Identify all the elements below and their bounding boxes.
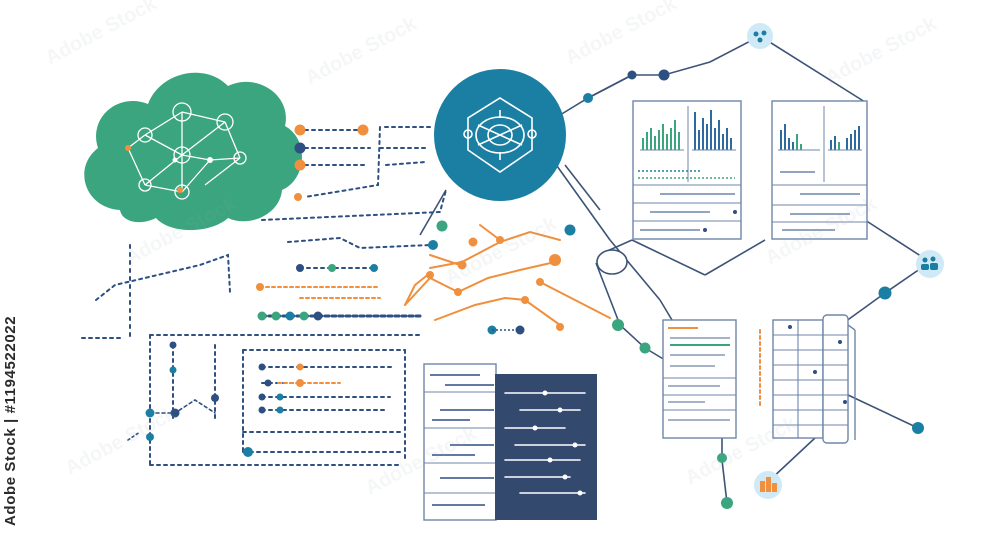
orange-spark-lines [404, 224, 611, 326]
mini-bar-chart [642, 120, 680, 150]
stock-id-label: Adobe Stock | #1194522022 [2, 315, 19, 527]
building-icon [760, 477, 777, 492]
document-panel [662, 319, 737, 439]
table-panel [772, 314, 856, 444]
mini-bar-chart-4 [796, 134, 840, 150]
shield-grid-icon [463, 97, 537, 173]
badge-top [747, 23, 773, 49]
people-icon [921, 256, 938, 270]
chart-panel-left [632, 100, 742, 240]
security-circle [434, 69, 566, 201]
orange-links [259, 286, 761, 406]
navy-panel [495, 374, 597, 520]
network-cloud-icon [127, 102, 247, 200]
mini-bar-chart-2 [694, 110, 732, 150]
mini-bar-chart-3 [780, 124, 860, 150]
cluster-icon [753, 30, 767, 43]
nodes [145, 69, 924, 509]
badge-right [916, 250, 944, 278]
badge-bottom [754, 471, 782, 499]
list-panel [423, 363, 497, 521]
chart-panel-right [771, 100, 868, 240]
node-ring [596, 249, 628, 275]
network-cloud [84, 72, 302, 230]
